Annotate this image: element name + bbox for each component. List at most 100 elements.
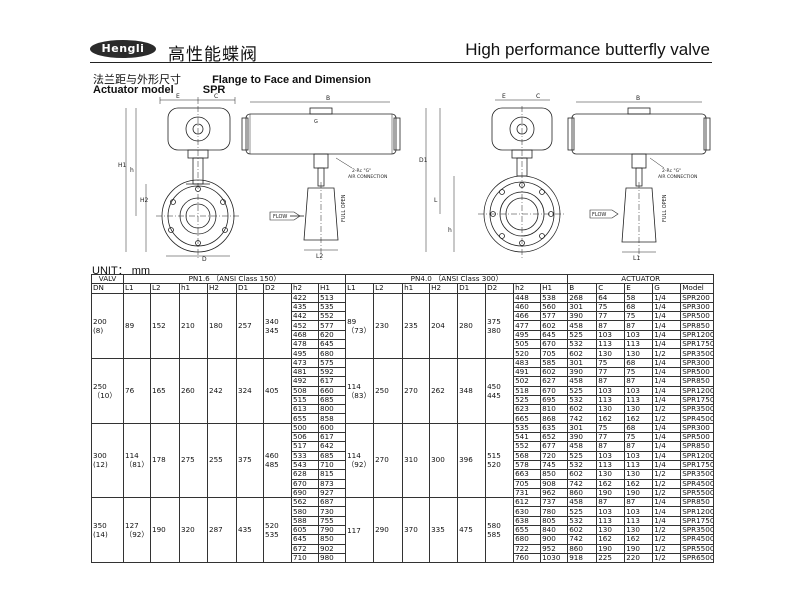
pn40-D2-part: 450 <box>487 381 501 391</box>
pn40-D2-part: 580 <box>487 521 501 531</box>
actuator-E: 113 <box>624 339 654 350</box>
pn40-h2: 520 <box>513 348 542 359</box>
pn16-H1: 552 <box>317 311 347 322</box>
pn16-h2: 478 <box>291 339 319 350</box>
label-G: G <box>314 119 318 125</box>
label-H2: H2 <box>140 197 149 204</box>
actuator-B: 301 <box>567 301 598 313</box>
pn16-h2: 670 <box>291 478 319 489</box>
pn40-L1-part: 89 <box>347 316 357 326</box>
pn16-h2: 495 <box>291 348 319 359</box>
air-connection-right: AIR CONNECTION <box>658 174 697 180</box>
air-connection-rc-right: 2-Rc "G" <box>662 168 681 174</box>
pn40-h2: 483 <box>513 357 542 368</box>
actuator-model: SPR1200 <box>680 506 715 517</box>
actuator-C: 87 <box>596 376 626 387</box>
pn16-h2: 473 <box>291 357 319 368</box>
pn16-h2: 690 <box>291 487 319 499</box>
actuator-B: 602 <box>567 524 598 536</box>
pn16-L1: 114（81） <box>123 422 151 499</box>
pn16-H1: 617 <box>317 432 347 443</box>
actuator-G: 1/2 <box>652 413 682 424</box>
pn16-H2: 242 <box>207 357 237 424</box>
pn16-h1: 260 <box>179 357 208 424</box>
pn16-L2: 178 <box>150 422 180 499</box>
actuator-G: 1/2 <box>652 524 682 536</box>
front-view-pn40: E C D1 L h <box>419 93 566 260</box>
column-header: G <box>652 283 682 294</box>
pn16-L1-part: 127 <box>125 521 139 531</box>
actuator-B: 860 <box>567 487 598 499</box>
pn16-H1: 592 <box>317 366 347 378</box>
actuator-G: 1/4 <box>652 311 682 322</box>
pn40-L2: 270 <box>373 422 404 499</box>
air-connection-rc-left: 2-Rc "G" <box>352 168 371 174</box>
front-view-pn16: E C H1 h H2 D <box>118 93 240 263</box>
column-header: D1 <box>457 283 487 294</box>
actuator-E: 87 <box>624 441 654 452</box>
actuator-E: 113 <box>624 459 654 471</box>
pn16-D2-part: 405 <box>265 386 279 396</box>
actuator-E: 190 <box>624 543 654 554</box>
actuator-model: SPR1750 <box>680 459 715 471</box>
pn40-L1-part: 114 <box>347 451 361 461</box>
technical-drawings: E C H1 h H2 D B G <box>90 92 712 263</box>
actuator-B: 532 <box>567 339 598 350</box>
actuator-C: 190 <box>596 543 626 554</box>
pn16-L1: 127（92） <box>123 497 151 564</box>
pn16-H1: 685 <box>317 450 347 461</box>
pn16-H1: 577 <box>317 320 347 331</box>
column-header: L1 <box>345 283 375 294</box>
actuator-C: 103 <box>596 450 626 461</box>
actuator-C: 162 <box>596 413 626 424</box>
label-C-right: C <box>536 93 540 100</box>
pn16-h2: 506 <box>291 432 319 443</box>
pn16-L1: 76 <box>123 357 151 424</box>
label-full-open-right: FULL OPEN <box>662 194 668 222</box>
pn40-L1: 114（92） <box>345 422 375 499</box>
pn16-H1: 790 <box>317 524 347 536</box>
actuator-G: 1/4 <box>652 450 682 461</box>
actuator-E: 75 <box>624 311 654 322</box>
pn40-H1: 695 <box>540 394 569 406</box>
column-header: DN <box>91 283 124 294</box>
pn40-D1: 348 <box>457 357 487 424</box>
actuator-G: 1/2 <box>652 543 682 554</box>
label-h: h <box>130 167 134 174</box>
pn40-H2: 300 <box>429 422 459 499</box>
pn16-D2: 405 <box>263 357 292 424</box>
actuator-E: 87 <box>624 497 654 508</box>
brand-logo: Hengli <box>90 40 156 58</box>
column-header: Model <box>680 283 715 294</box>
label-flow-right: FLOW <box>592 212 606 218</box>
label-L: L <box>434 197 438 204</box>
actuator-E: 68 <box>624 422 654 434</box>
pn40-H1: 627 <box>540 376 569 387</box>
pn40-H1: 602 <box>540 320 569 331</box>
pn40-D2-part: 375 <box>487 316 501 326</box>
pn16-h2: 452 <box>291 320 319 331</box>
actuator-E: 162 <box>624 534 654 545</box>
actuator-G: 1/2 <box>652 534 682 545</box>
pn40-H1: 850 <box>540 469 569 480</box>
actuator-C: 162 <box>596 534 626 545</box>
actuator-B: 458 <box>567 320 598 331</box>
pn40-D2-part: 445 <box>487 390 501 400</box>
dn-cell: 250（10） <box>91 357 124 424</box>
pn16-D1: 435 <box>236 497 264 564</box>
pn16-h2: 517 <box>291 441 319 452</box>
pn16-H1: 645 <box>317 339 347 350</box>
pn40-H1: 538 <box>540 292 569 303</box>
pn16-h2: 468 <box>291 329 319 341</box>
label-B-right: B <box>636 95 640 102</box>
pn16-D2-part: 520 <box>265 521 279 531</box>
actuator-G: 1/2 <box>652 552 682 564</box>
pn40-h2: 630 <box>513 506 542 517</box>
pn40-h2: 578 <box>513 459 542 471</box>
